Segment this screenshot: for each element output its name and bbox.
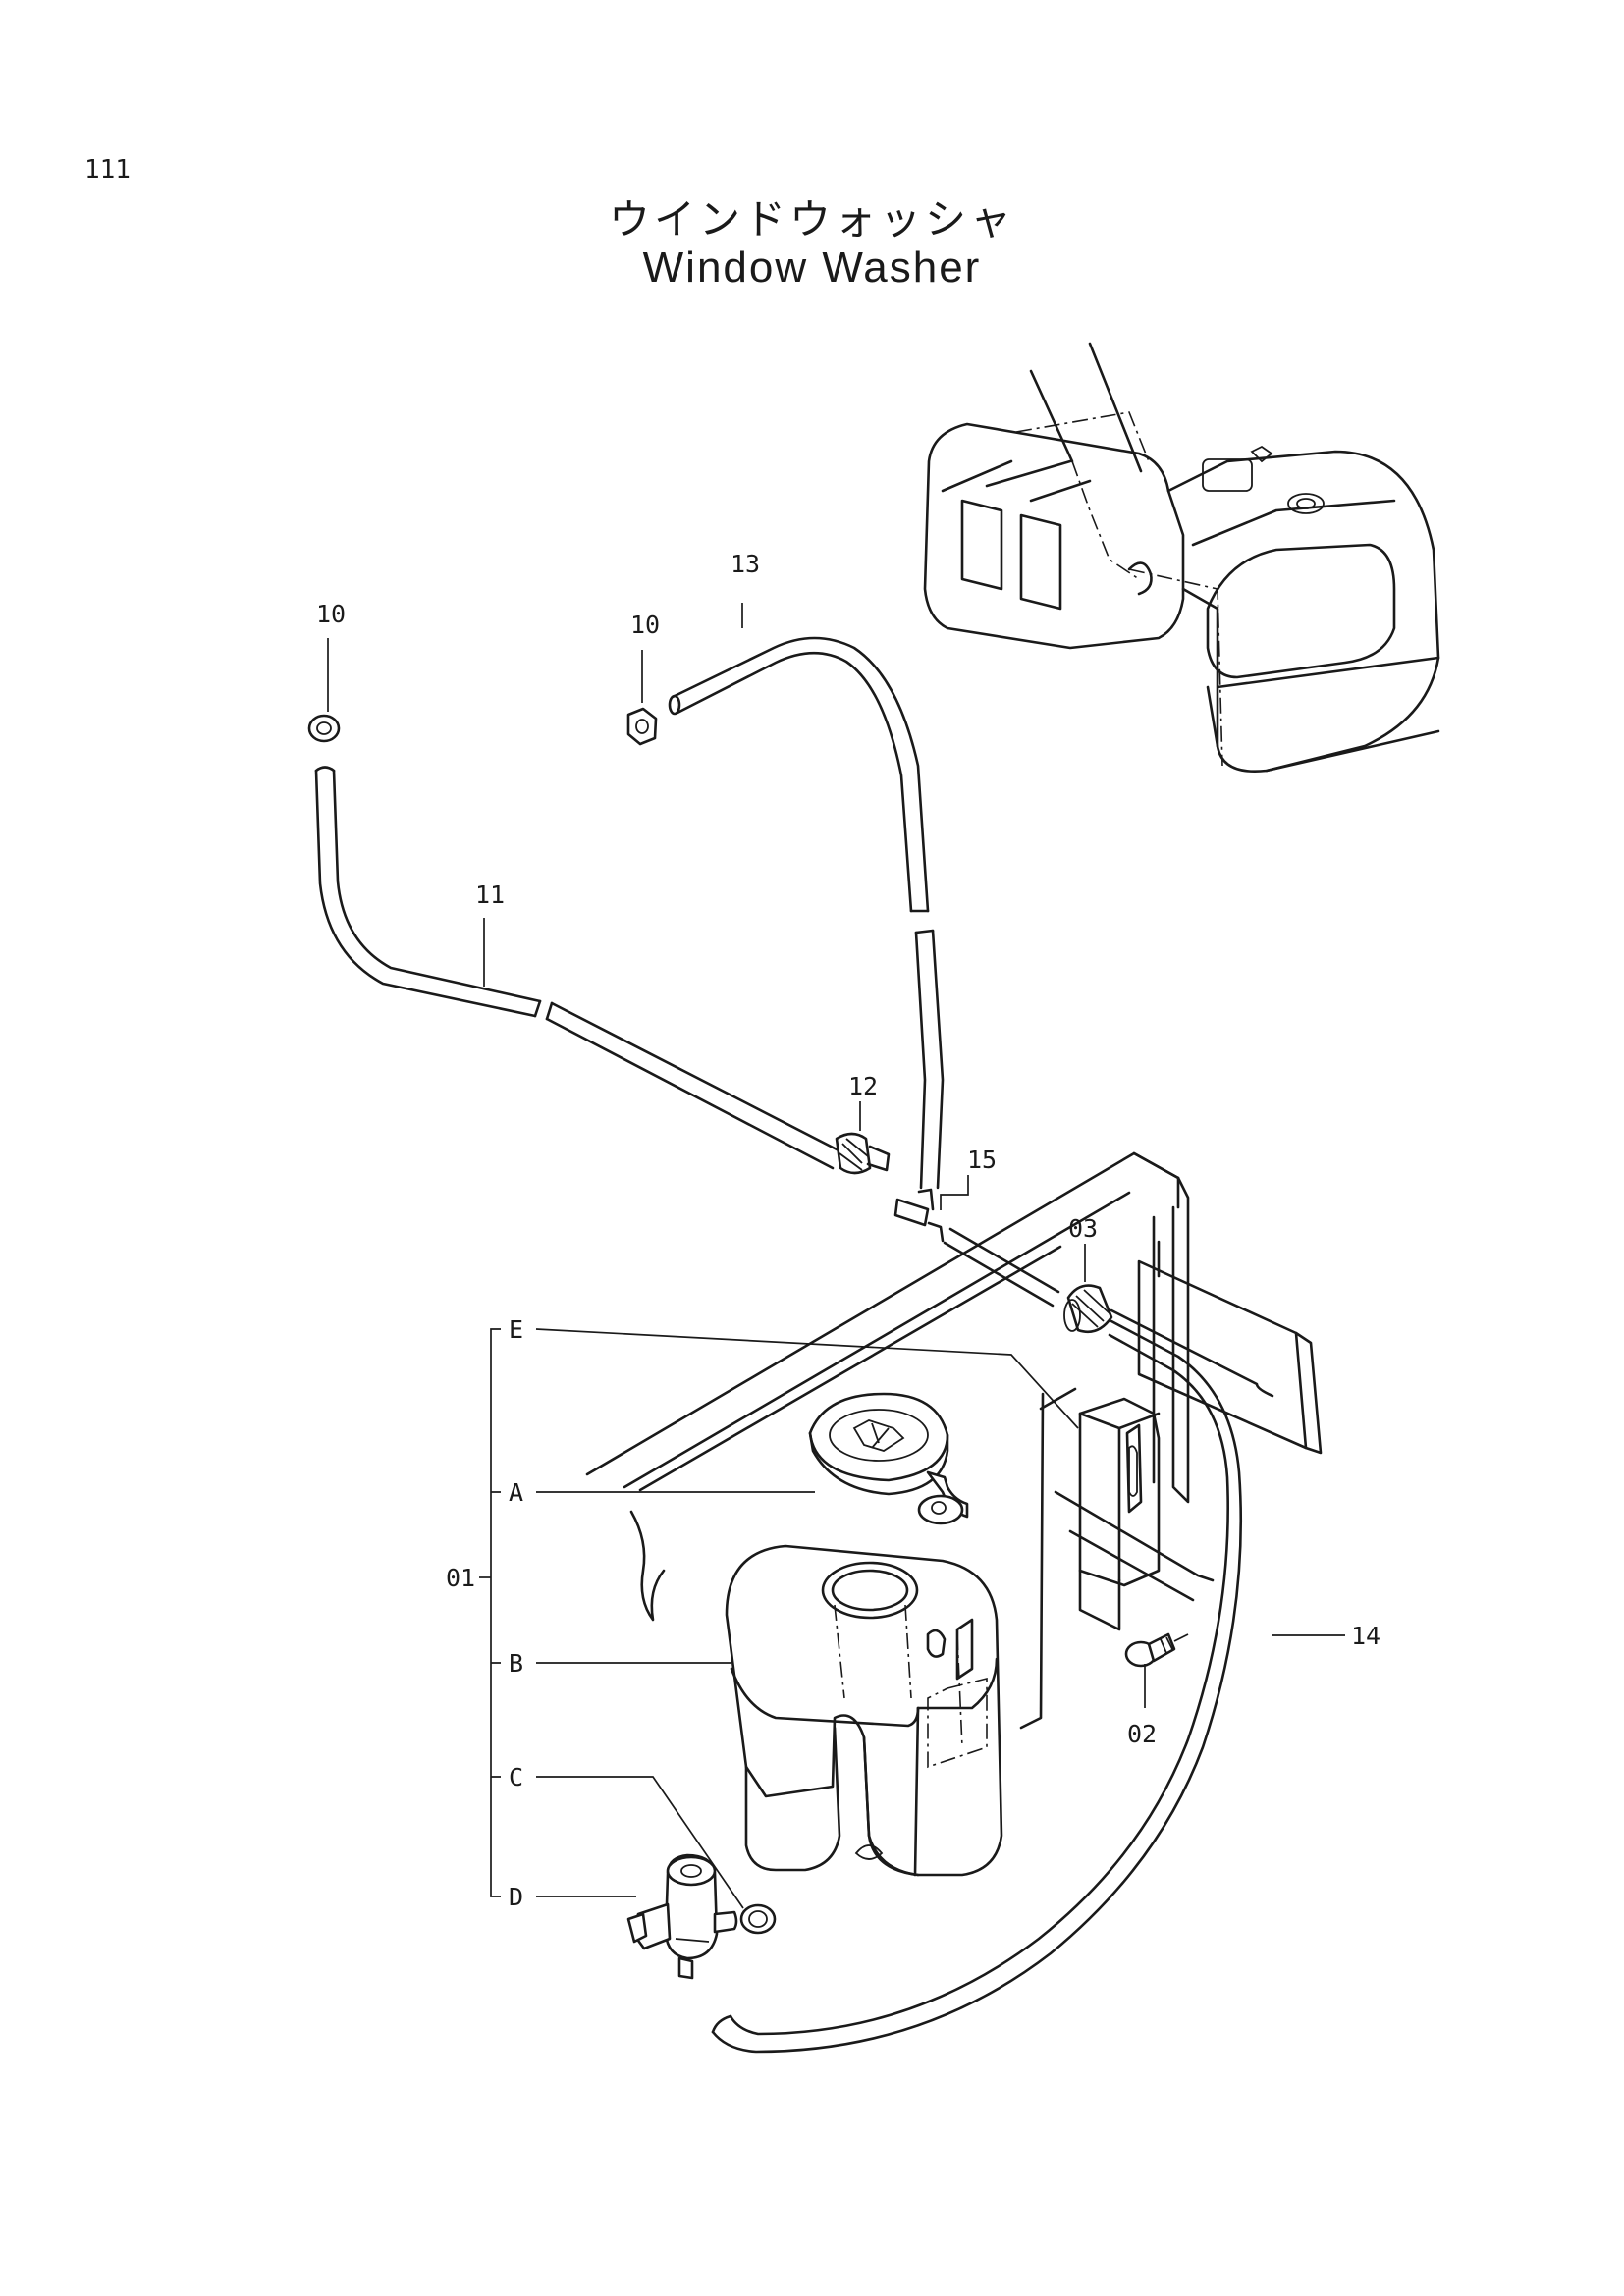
callout-02: 02 [1127,1720,1157,1748]
callout-11: 11 [475,881,505,909]
nut-10-right [626,707,658,746]
leader-lines [327,603,1345,1909]
callout-A: A [509,1478,523,1507]
callout-03: 03 [1068,1214,1098,1243]
tank-b [725,1544,1003,1877]
pump-motor-d [626,1853,738,1980]
gasket-c [739,1903,777,1935]
callout-13: 13 [731,550,760,578]
page-number: 111 [84,155,131,185]
callout-B: B [509,1649,523,1678]
callout-E: E [509,1315,523,1344]
cap-a [808,1392,969,1525]
hose-13 [668,636,945,1190]
callout-12: 12 [848,1072,878,1100]
hose-11 [314,766,844,1170]
nut-10-left [307,714,341,743]
callout-01: 01 [446,1564,475,1592]
bracket [1078,1397,1161,1631]
connector-12 [835,1132,891,1175]
screw-02 [1124,1632,1189,1668]
grommet-03 [1063,1284,1274,1398]
title-english: Window Washer [642,243,982,292]
title-japanese: ウインドウォッシャ [608,195,1015,243]
callout-labels: 10 10 13 11 12 15 03 E A 01 B C D 14 02 [316,550,1380,1911]
callout-10-left: 10 [316,600,346,628]
callout-15: 15 [967,1146,997,1174]
tee-joint-15 [893,1188,945,1243]
callout-14: 14 [1351,1622,1380,1650]
hose-14 [711,1227,1243,2054]
callout-C: C [509,1763,523,1791]
excavator-thumbnail [923,342,1440,773]
callout-D: D [509,1883,523,1911]
callout-10-right: 10 [630,611,660,639]
